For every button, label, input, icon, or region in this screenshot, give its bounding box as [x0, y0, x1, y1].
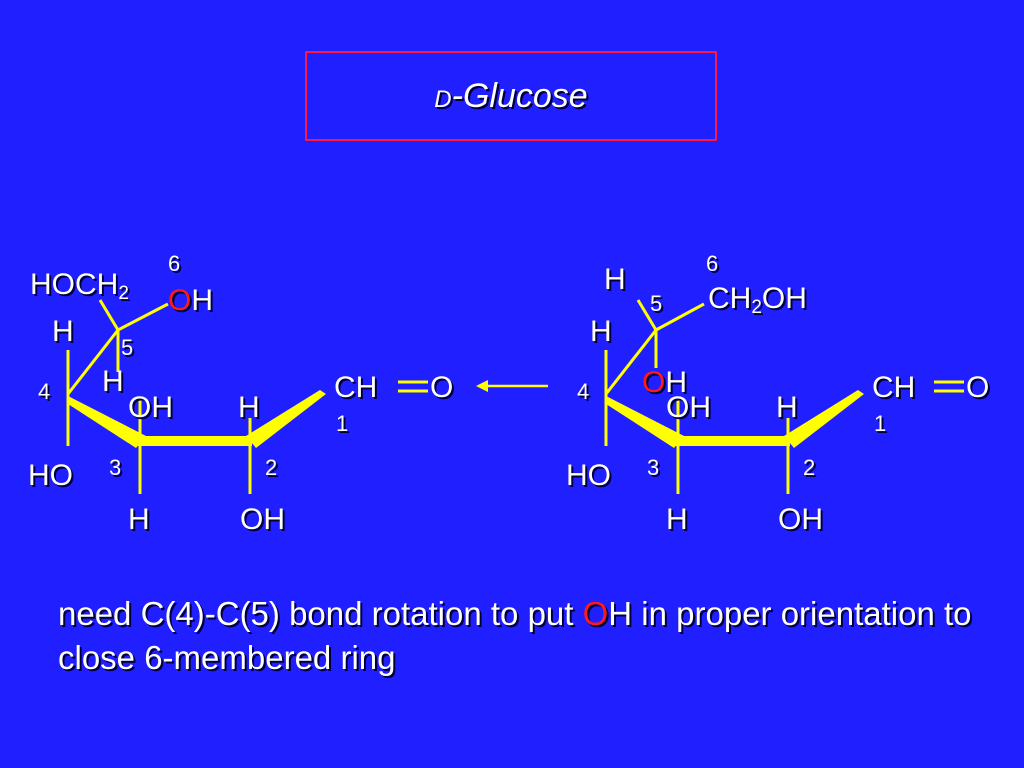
- slide-title: D-Glucose: [434, 77, 587, 116]
- caption-part1: need C(4)-C(5) bond rotation to put: [58, 595, 583, 632]
- caption-text: need C(4)-C(5) bond rotation to put OH i…: [58, 592, 978, 680]
- right-ch2oh-label: CH2OH: [708, 282, 807, 318]
- right-oh-o: O: [642, 366, 666, 399]
- right-carbonyl-o-label: O: [966, 371, 990, 404]
- reaction-arrow: [476, 380, 548, 392]
- left-wedge-bonds: [68, 390, 326, 448]
- right-oh-h: H: [665, 366, 688, 399]
- left-carbonyl-o-label: O: [430, 371, 454, 404]
- left-c3-oh-label: OH: [128, 391, 173, 424]
- right-thin-bonds: [604, 299, 964, 494]
- right-c5-c6-bond: [655, 302, 705, 332]
- title-main: -Glucose: [451, 76, 588, 115]
- right-c1-number: 1: [874, 411, 887, 436]
- right-c2-c1-wedge: [784, 390, 864, 448]
- right-ch2oh-oh: OH: [761, 282, 807, 315]
- left-c2-c1-wedge: [246, 390, 326, 448]
- right-c4-h-label: H: [590, 315, 612, 348]
- left-oh-label: OH: [168, 286, 213, 316]
- left-c3-c2-bond: [138, 436, 252, 446]
- left-ho-label: HO: [28, 459, 73, 492]
- left-c4-c5-bond: [66, 329, 120, 395]
- left-c4-number: 4: [38, 379, 51, 404]
- left-hoch2-text: HOCH: [30, 268, 119, 301]
- left-c6-number: 6: [168, 251, 181, 276]
- arrow-head: [476, 380, 488, 392]
- left-oh-h: H: [191, 284, 214, 317]
- right-c4-c3-wedge: [606, 396, 684, 448]
- right-ho-label: HO: [566, 459, 611, 492]
- right-c4-c5-bond: [604, 329, 658, 395]
- right-ch2oh-subscript: 2: [751, 297, 762, 318]
- right-c2-number: 2: [803, 455, 816, 480]
- left-hoch2-subscript: 2: [118, 283, 129, 304]
- right-cho-label: CH: [872, 371, 916, 404]
- title-prefix: D: [434, 85, 452, 113]
- right-c3-oh-label: OH: [666, 391, 711, 424]
- right-ch2oh-ch: CH: [708, 282, 752, 315]
- left-c2-oh-label: OH: [240, 503, 285, 536]
- left-c5-c6-bond: [98, 299, 120, 331]
- right-c5-h-bond: [636, 299, 658, 331]
- caption-red-o: O: [582, 595, 609, 632]
- right-c5-oh-label: OH: [642, 368, 687, 398]
- right-wedge-bonds: [606, 390, 864, 448]
- left-c5-oh-bond: [117, 302, 169, 332]
- right-c6-number: 6: [706, 251, 719, 276]
- left-c3-number: 3: [109, 455, 122, 480]
- right-c3-h-label: H: [666, 503, 688, 536]
- left-c4-h-label: H: [52, 315, 74, 348]
- left-oh-o: O: [168, 284, 192, 317]
- right-c2-oh-label: OH: [778, 503, 823, 536]
- left-c1-number: 1: [336, 411, 349, 436]
- right-c3-c2-bond: [676, 436, 790, 446]
- left-c2-number: 2: [265, 455, 278, 480]
- left-c2-h-label: H: [238, 391, 260, 424]
- left-hoch2-label: HOCH2: [30, 268, 129, 304]
- right-c2-h-label: H: [776, 391, 798, 424]
- left-c5-h-label: H: [102, 365, 124, 398]
- right-c5-h-label: H: [604, 263, 626, 296]
- right-c3-number: 3: [647, 455, 660, 480]
- left-c3-h-label: H: [128, 503, 150, 536]
- caption-part2: H in proper orientation to close 6-membe…: [58, 595, 972, 676]
- right-c4-number: 4: [577, 379, 590, 404]
- title-box: D-Glucose: [305, 51, 717, 141]
- left-c4-c3-wedge: [68, 396, 146, 448]
- left-c5-number: 5: [121, 335, 134, 360]
- right-c5-number: 5: [650, 291, 663, 316]
- left-cho-label: CH: [334, 371, 378, 404]
